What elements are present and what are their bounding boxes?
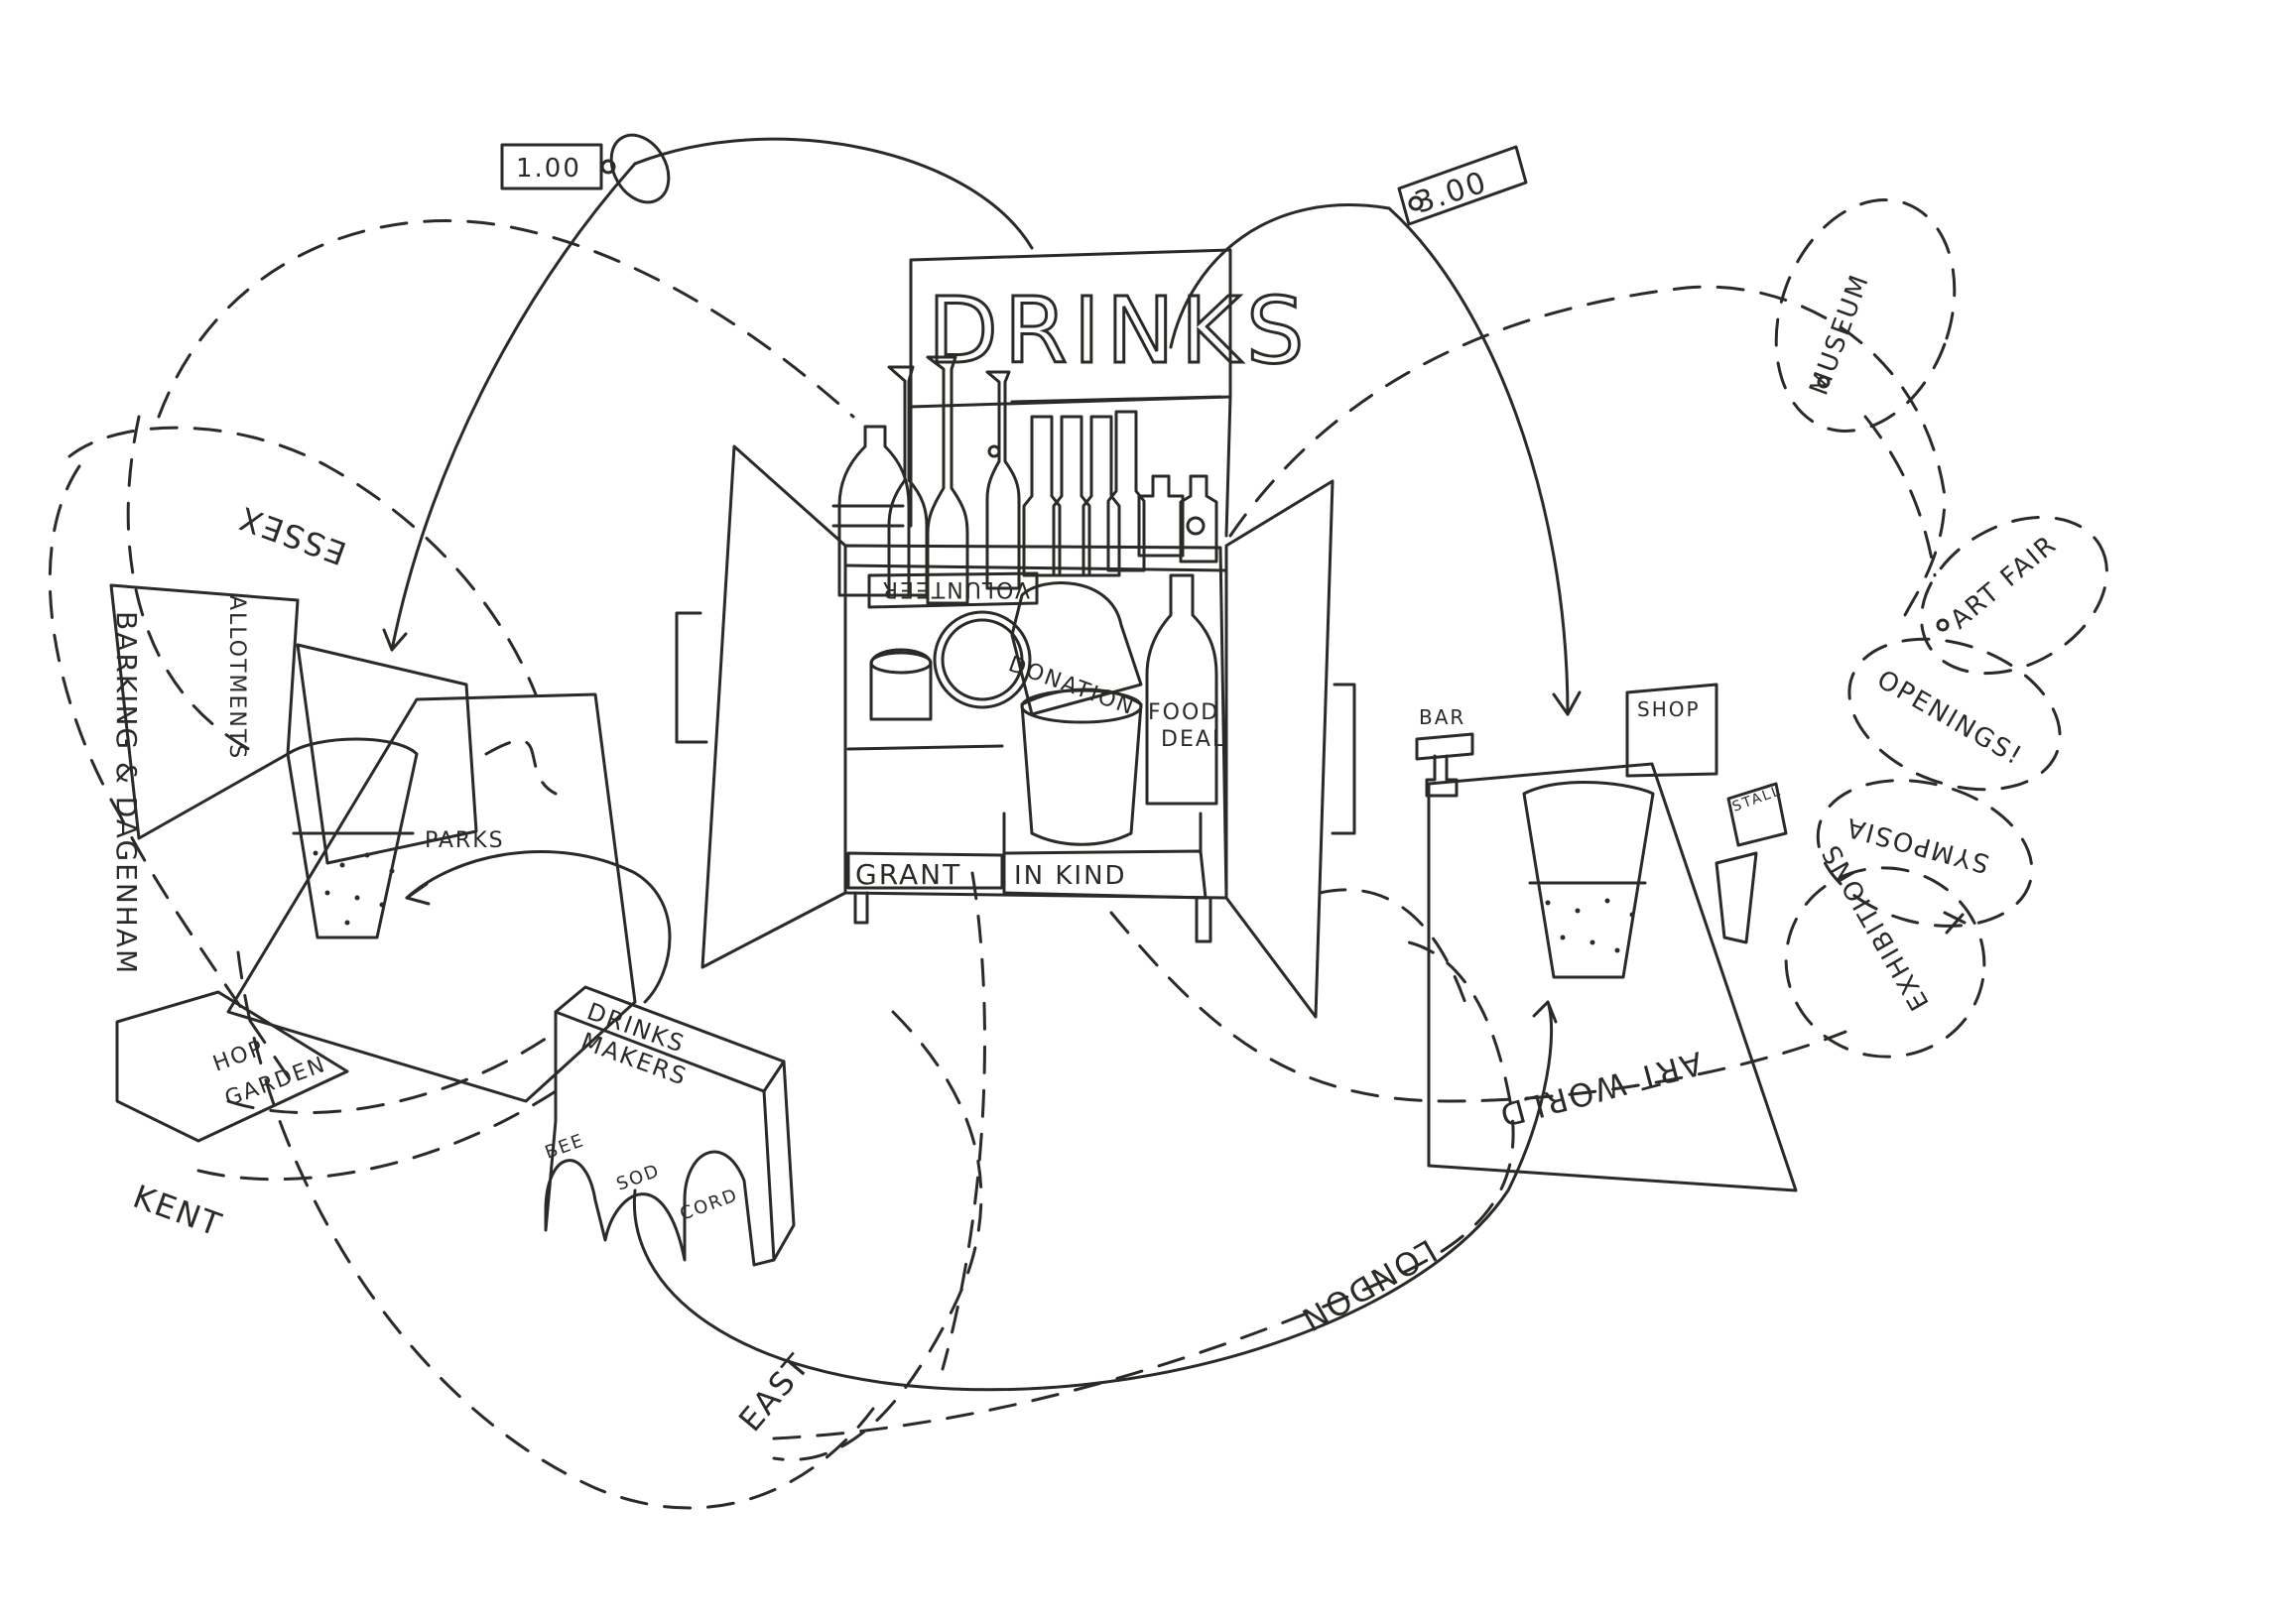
east-label: EAST xyxy=(731,1346,818,1438)
food-deal-label-2: DEAL xyxy=(1161,727,1226,752)
essex-label: ESSEX xyxy=(233,499,351,572)
drinks-makers-block: DRINKS MAKERS BEE SOD CORD xyxy=(543,985,796,1267)
art-fair-label: ART FAIR xyxy=(1945,530,2063,636)
price-tag-left: 1.00 xyxy=(500,133,671,204)
openings-label: OPENINGS! xyxy=(1872,665,2028,772)
art-world-label: ART WORLD xyxy=(1494,1044,1707,1134)
museum-label: MUSEUM xyxy=(1804,270,1875,399)
symposia-label: SYMPOSIA xyxy=(1843,812,1993,879)
dashed-region-lines xyxy=(48,219,1947,1510)
price-tag-right: 3.00 xyxy=(1397,145,1528,226)
hop-garden-label-1: HOP xyxy=(210,1036,268,1077)
kent-label: KENT xyxy=(128,1178,227,1244)
london-label: LONDON xyxy=(1294,1231,1443,1339)
stall-label: STALL xyxy=(1730,783,1784,815)
maker-arch-bee: BEE xyxy=(543,1130,588,1164)
barking-label: BARKING & DAGENHAM xyxy=(110,611,143,975)
region-labels: ESSEX KENT EAST LONDON ART WORLD xyxy=(128,499,1707,1439)
art-world-bubbles: MUSEUM ART FAIR OPENINGS! SYMPOSIA EXHIB… xyxy=(1774,198,2108,1059)
grant-label: GRANT xyxy=(855,858,961,891)
maker-arch-cord: CORD xyxy=(678,1185,742,1225)
price-tag-left-label: 1.00 xyxy=(516,154,581,184)
maker-arch-sod: SOD xyxy=(614,1160,664,1194)
food-deal-label-1: FOOD xyxy=(1148,700,1219,725)
drinks-sign-title: DRINKS xyxy=(928,278,1310,384)
allotments-label: ALLOTMENTS xyxy=(224,595,249,760)
drinks-cabinet: DRINKS VOLUNTEER xyxy=(675,248,1356,1019)
parks-label: PARKS xyxy=(425,828,505,853)
shop-label: SHOP xyxy=(1637,697,1701,721)
exhibitions-label: EXHIBITIONS xyxy=(1816,838,1935,1016)
right-zone: BAR SHOP STALL xyxy=(1415,683,1798,1192)
glass-bubbles-left xyxy=(313,850,395,926)
volunteer-label: VOLUNTEER xyxy=(881,576,1030,601)
glass-bubbles-right xyxy=(1545,898,1635,953)
flow-arrows xyxy=(382,137,1582,1392)
bar-label: BAR xyxy=(1419,705,1465,729)
in-kind-label: IN KIND xyxy=(1014,861,1127,891)
price-tag-right-label: 3.00 xyxy=(1411,165,1492,220)
